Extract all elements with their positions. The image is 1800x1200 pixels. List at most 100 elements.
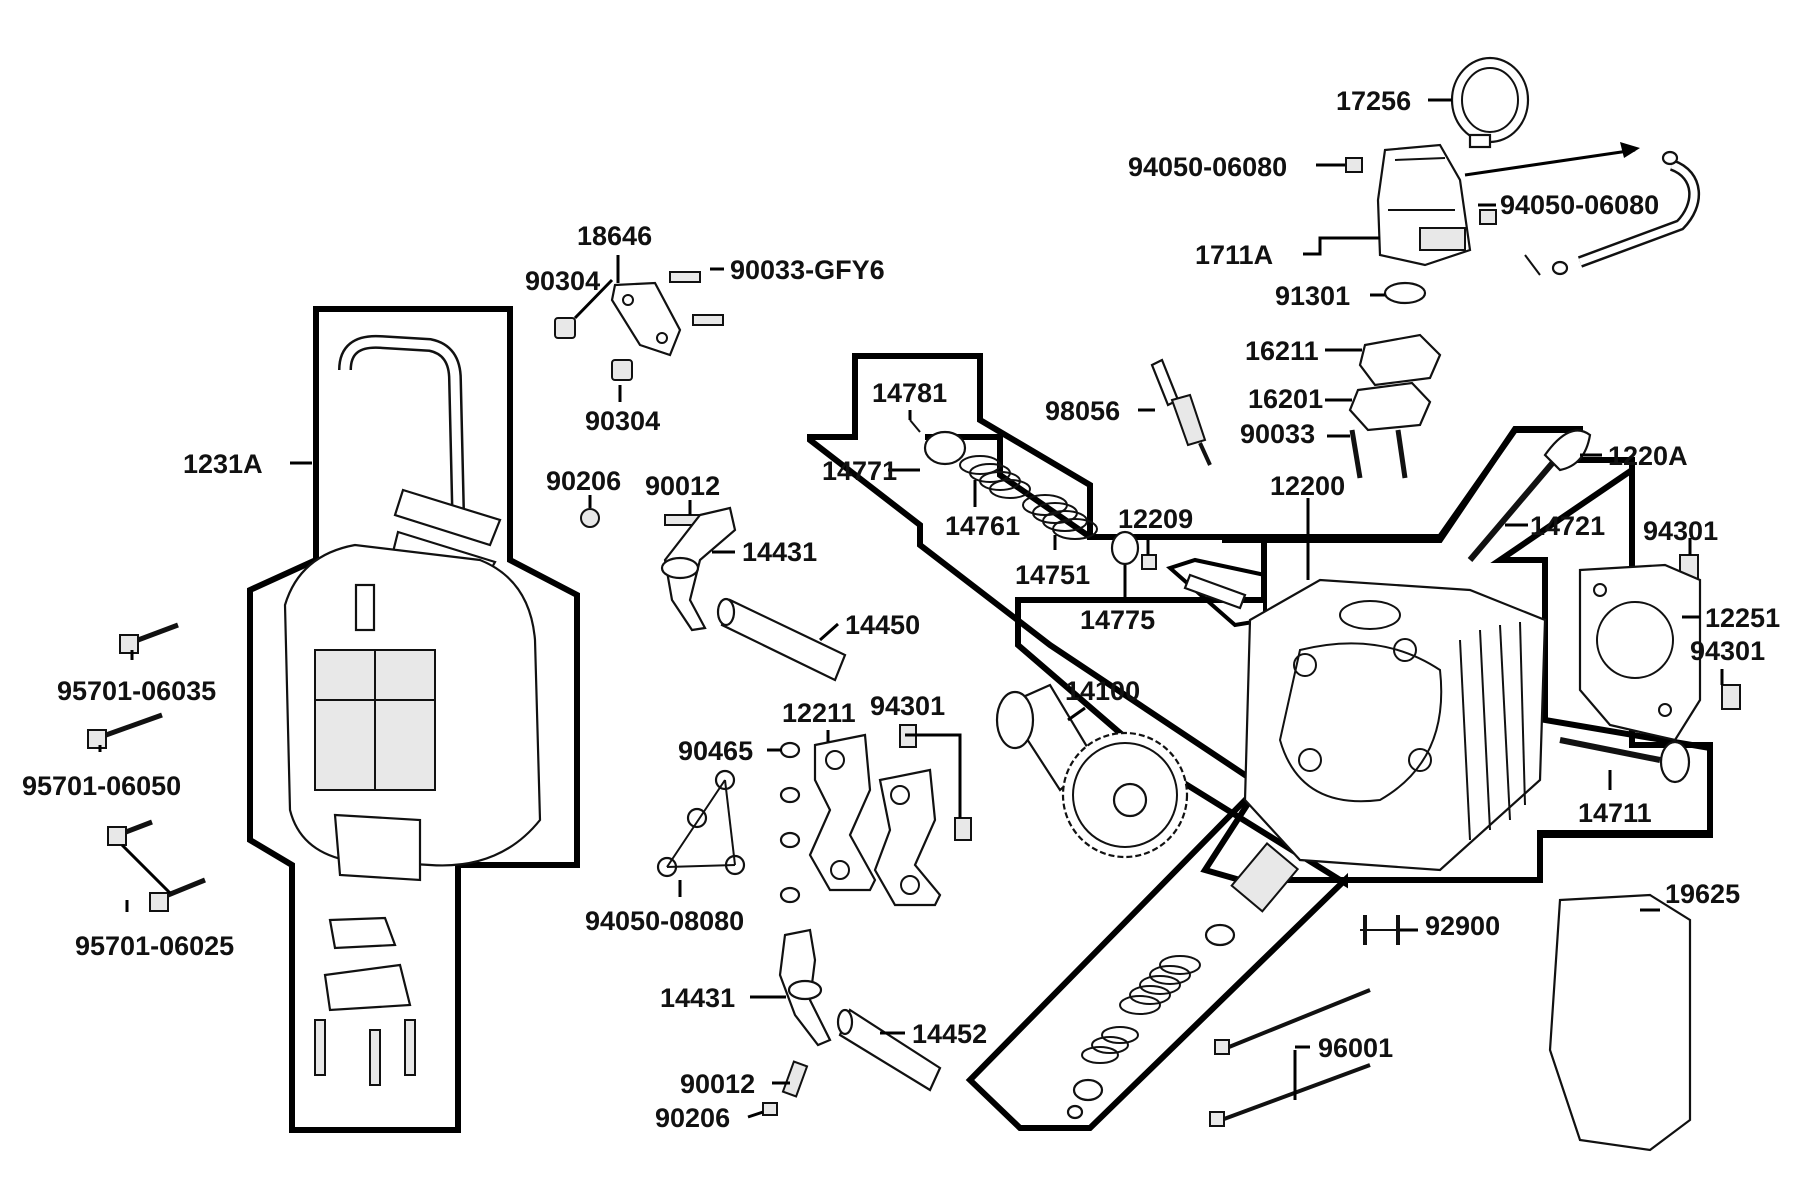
label-14781: 14781 xyxy=(872,378,947,408)
screw-90012-b xyxy=(781,1060,809,1098)
hose-clip-lower xyxy=(1551,260,1569,276)
label-1220A: 1220A xyxy=(1608,441,1688,471)
stud-90033-gfy6-b xyxy=(692,314,724,326)
label-14450: 14450 xyxy=(845,610,920,640)
stud-90033-b xyxy=(1395,429,1408,479)
label-94050-06080-a: 94050-06080 xyxy=(1128,152,1287,182)
label-90304-a: 90304 xyxy=(525,266,600,296)
label-92900: 92900 xyxy=(1425,911,1500,941)
label-90012-b: 90012 xyxy=(680,1069,755,1099)
plate-18646 xyxy=(610,281,682,357)
lower-valve-spring-stack xyxy=(1066,842,1300,1120)
label-94301-b: 94301 xyxy=(1690,636,1765,666)
valve-14711 xyxy=(1559,737,1691,784)
label-94050-08080: 94050-08080 xyxy=(585,906,744,936)
label-14761: 14761 xyxy=(945,511,1020,541)
valve-seal-12209 xyxy=(1141,554,1157,570)
nuts-94050-08080 xyxy=(656,769,746,878)
label-90465: 90465 xyxy=(678,736,753,766)
label-95701-06025: 95701-06025 xyxy=(75,931,234,961)
label-14711: 14711 xyxy=(1578,798,1652,828)
valve-guide xyxy=(1183,573,1247,610)
guide-box xyxy=(1166,557,1267,628)
label-19625: 19625 xyxy=(1665,879,1740,909)
bolts-96001 xyxy=(1209,988,1371,1127)
nut-90206-b xyxy=(762,1102,778,1116)
label-1711A: 1711A xyxy=(1195,240,1273,270)
rocker-arm-14431-b xyxy=(778,928,832,1047)
washers-90465 xyxy=(779,741,801,904)
label-14775: 14775 xyxy=(1080,605,1155,635)
valve-14721 xyxy=(1467,429,1592,562)
label-12251: 12251 xyxy=(1705,603,1780,633)
label-94050-06080-b: 94050-06080 xyxy=(1500,190,1659,220)
label-14751: 14751 xyxy=(1015,560,1090,590)
label-90033-gfy6: 90033-GFY6 xyxy=(730,255,885,285)
label-12211: 12211 xyxy=(782,698,856,728)
nut-90304-a xyxy=(554,317,576,339)
insulator-16201 xyxy=(1348,381,1432,432)
label-14431-a: 14431 xyxy=(742,537,817,567)
label-14721: 14721 xyxy=(1530,511,1605,541)
nut-90304-b xyxy=(611,359,633,381)
label-96001: 96001 xyxy=(1318,1033,1393,1063)
camshaft-holder-12211 xyxy=(808,733,942,907)
camshaft-14100 xyxy=(995,683,1189,859)
label-98056: 98056 xyxy=(1045,396,1120,426)
head-main-outline xyxy=(1210,427,1713,883)
head-gasket-12251 xyxy=(1578,563,1702,742)
label-17256: 17256 xyxy=(1336,86,1411,116)
label-90206-a: 90206 xyxy=(546,466,621,496)
intake-boot-1711A xyxy=(1376,143,1472,267)
retainer-14771 xyxy=(923,430,967,466)
studs-92900 xyxy=(1360,915,1400,945)
spring-seat-14775 xyxy=(1110,530,1140,566)
dowel-94301-b xyxy=(1721,684,1741,710)
cylinder-head-cover-group-outline xyxy=(247,306,580,1133)
label-14431-b: 14431 xyxy=(660,983,735,1013)
cover-gasket-19625 xyxy=(1548,893,1692,1152)
gasket-16211 xyxy=(1358,333,1442,387)
label-90033: 90033 xyxy=(1240,419,1315,449)
cylinder-head-12200 xyxy=(1243,578,1547,872)
label-18646: 18646 xyxy=(577,221,652,251)
label-16201: 16201 xyxy=(1248,384,1323,414)
stud-90033-a xyxy=(1349,429,1363,479)
bolt-95701-06035 xyxy=(119,622,179,654)
label-90206-b: 90206 xyxy=(655,1103,730,1133)
hose-clip xyxy=(1661,150,1679,166)
stud-90033-gfy6-a xyxy=(669,271,701,283)
flow-arrow-line xyxy=(1464,148,1636,177)
rocker-shaft-14450 xyxy=(716,597,847,682)
bolt-95701-06050 xyxy=(87,712,163,749)
label-90304-b: 90304 xyxy=(585,406,660,436)
flow-arrowhead xyxy=(1620,142,1640,158)
label-90012-a: 90012 xyxy=(645,471,720,501)
small-fitting xyxy=(1524,254,1541,276)
leader-lines xyxy=(98,98,1724,1119)
spark-plug-98056 xyxy=(1150,358,1212,466)
cylinder-head-cover-1231A xyxy=(283,334,542,1086)
air-duct-clamp-17256 xyxy=(1450,56,1530,149)
bolt-95701-06025 xyxy=(107,819,206,912)
nut-94050-b xyxy=(1479,209,1497,225)
label-12200: 12200 xyxy=(1270,471,1345,501)
label-1231A: 1231A xyxy=(183,449,263,479)
label-12209: 12209 xyxy=(1118,504,1193,534)
label-95701-06035: 95701-06035 xyxy=(57,676,216,706)
label-14100: 14100 xyxy=(1065,676,1140,706)
rocker-arm-14431-a xyxy=(660,506,737,632)
label-14771: 14771 xyxy=(822,456,897,486)
rocker-shaft-14452 xyxy=(836,1008,942,1092)
label-14452: 14452 xyxy=(912,1019,987,1049)
label-91301: 91301 xyxy=(1275,281,1350,311)
o-ring-91301 xyxy=(1383,281,1427,305)
inner-spring-14751 xyxy=(1022,494,1098,540)
nut-94050-a xyxy=(1345,157,1363,173)
label-16211: 16211 xyxy=(1245,336,1319,366)
label-94301-a: 94301 xyxy=(1643,516,1718,546)
dowel-94301-d xyxy=(954,817,972,841)
label-94301-c: 94301 xyxy=(870,691,945,721)
nut-90206-a xyxy=(580,508,600,528)
